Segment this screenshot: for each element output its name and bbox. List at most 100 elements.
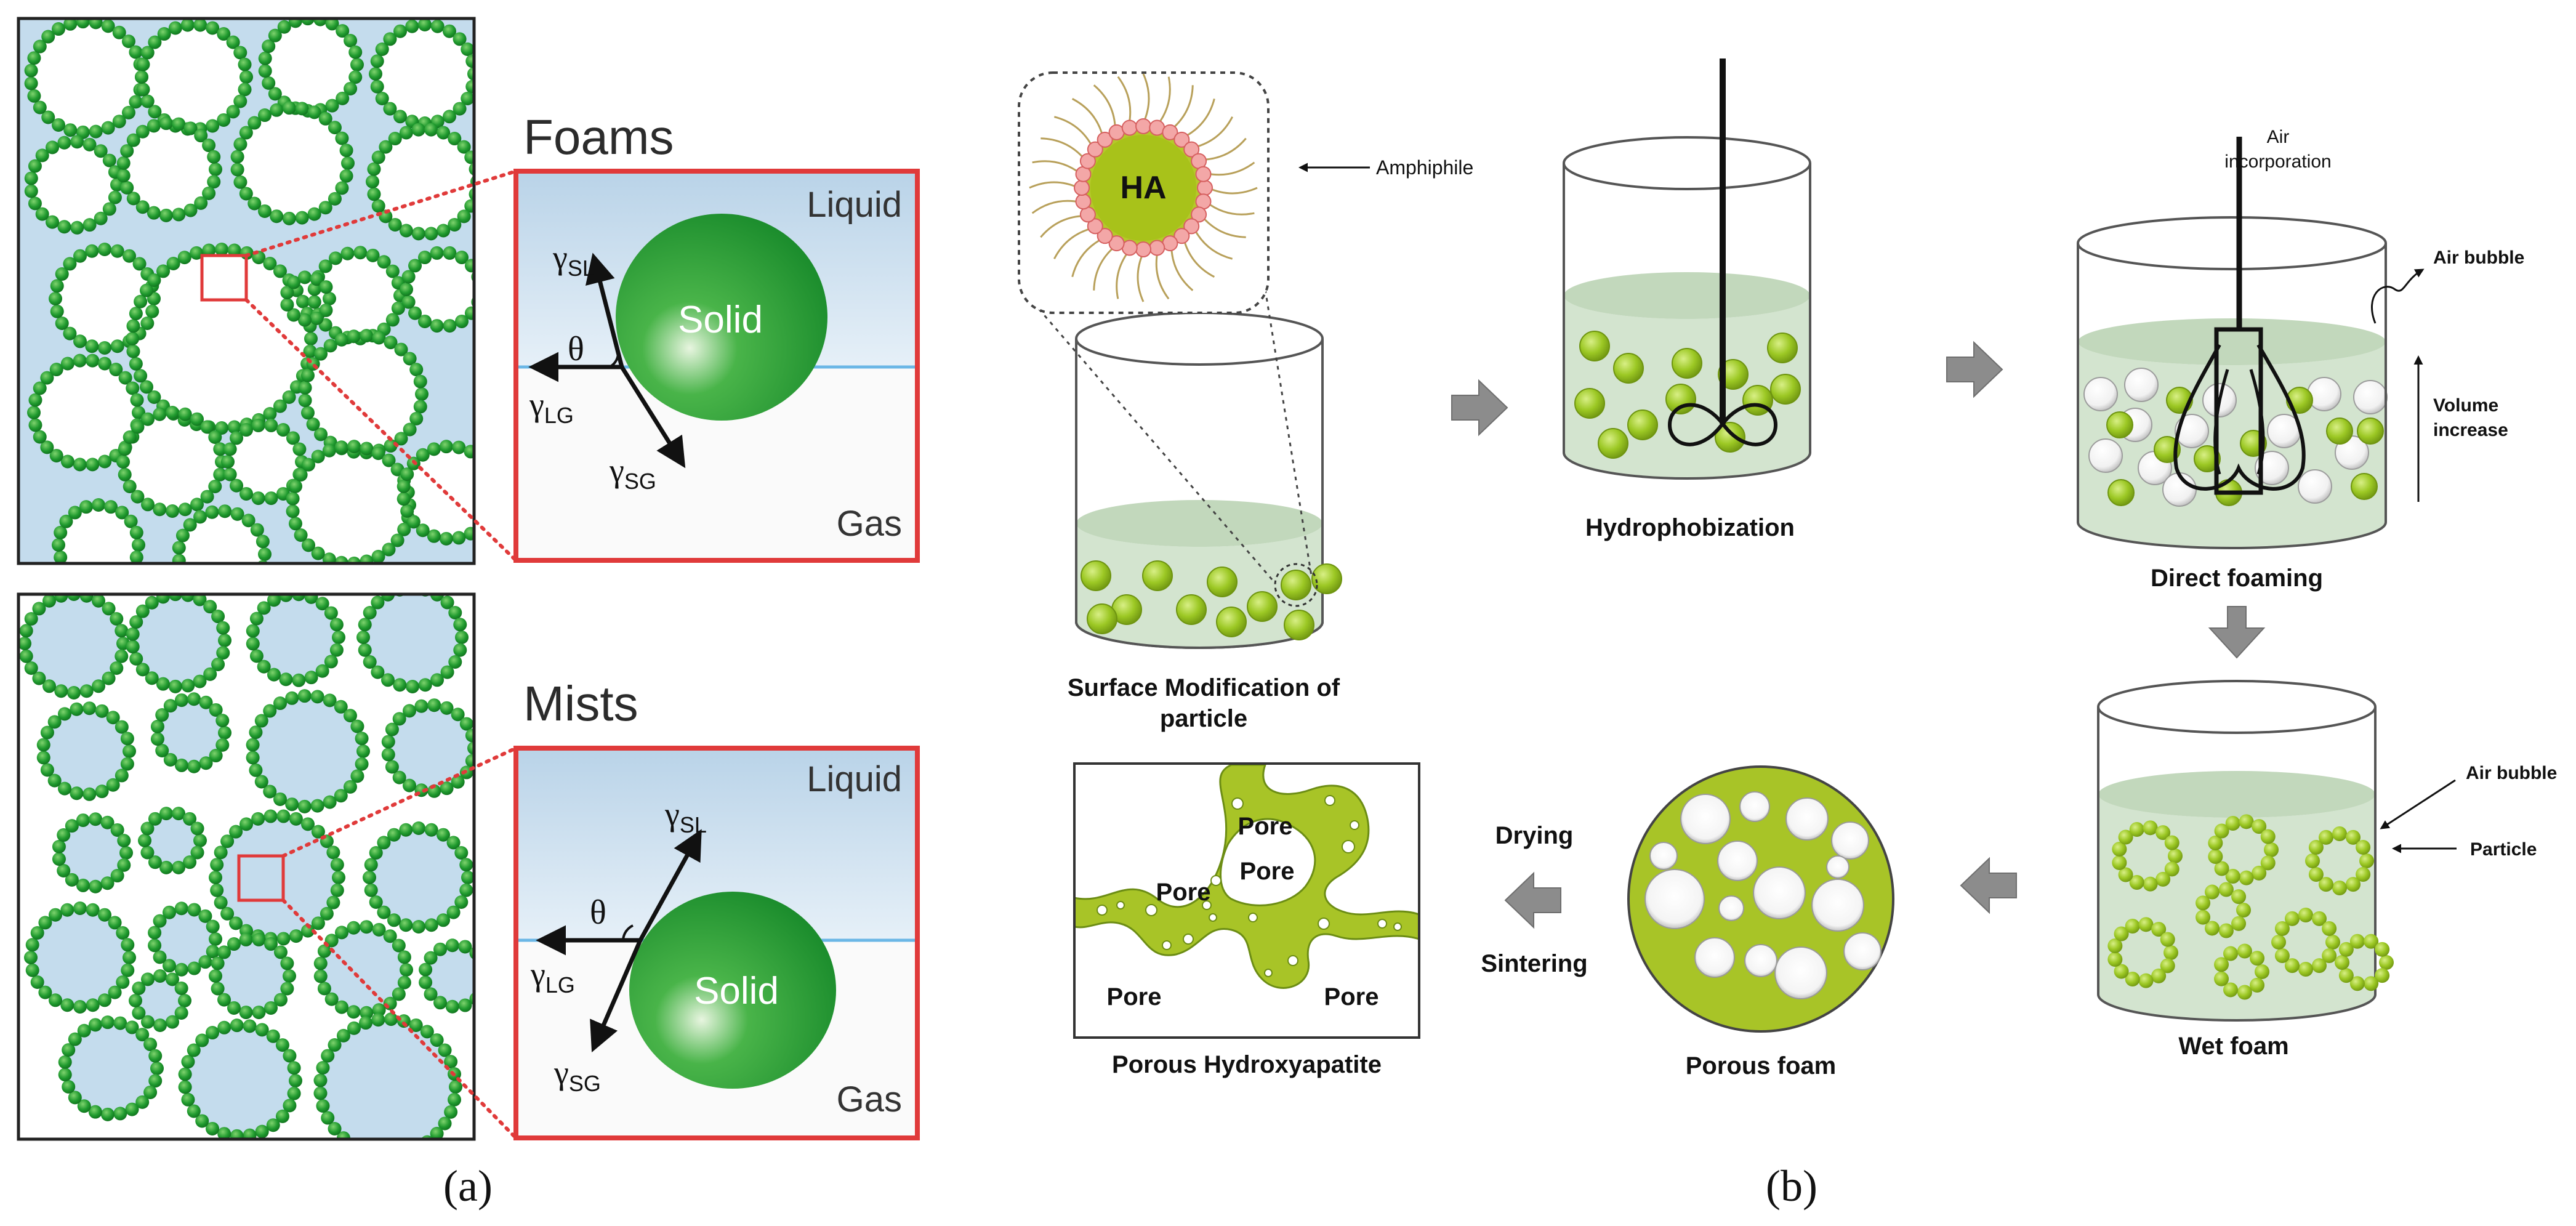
stabilizing-particle: [110, 244, 124, 258]
amphiphile-tail: [1053, 227, 1093, 260]
stabilizing-particle: [116, 455, 130, 469]
amphiphile-head: [1173, 228, 1190, 244]
stabilizing-particle: [135, 1095, 150, 1109]
stabilizing-particle: [2356, 840, 2371, 855]
stabilizing-particle: [264, 418, 278, 432]
stabilizing-particle: [230, 1129, 244, 1139]
stabilizing-particle: [348, 70, 363, 84]
stabilizing-particle: [363, 871, 376, 884]
stabilizing-particle: [46, 215, 59, 229]
step1-label-line1: Surface Modification of: [1068, 674, 1340, 701]
ha-particle: [1281, 570, 1311, 600]
liquid-droplet: [369, 828, 468, 927]
stabilizing-particle: [207, 150, 221, 164]
stabilizing-particle: [112, 25, 126, 39]
stabilizing-particle: [120, 732, 134, 746]
stabilizing-particle: [28, 393, 42, 407]
sintering-label: Sintering: [1481, 950, 1587, 977]
mist-structure-square: [17, 592, 476, 1141]
stabilizing-particle: [163, 905, 176, 919]
stabilizing-particle: [401, 295, 416, 309]
stabilizing-particle: [444, 1055, 458, 1069]
stabilizing-particle: [427, 442, 441, 456]
stabilizing-particle: [52, 22, 65, 36]
stabilizing-particle: [2274, 948, 2290, 963]
stabilizing-particle: [246, 738, 260, 752]
stabilizing-particle: [121, 963, 135, 977]
stabilizing-particle: [2335, 955, 2349, 970]
stabilizing-particle: [2155, 871, 2171, 887]
stabilizing-particle: [230, 1018, 244, 1033]
stabilizing-particle: [27, 406, 41, 419]
stabilizing-particle: [145, 595, 159, 610]
stabilizing-particle: [209, 703, 223, 717]
stabilizing-particle: [453, 102, 467, 116]
stabilizing-particle: [123, 744, 136, 758]
stabilizing-particle: [405, 19, 419, 33]
mists-title: Mists: [523, 676, 638, 731]
stabilizing-particle: [239, 70, 253, 84]
stabilizing-particle: [24, 171, 38, 185]
stabilizing-particle: [148, 926, 162, 940]
stabilizing-particle: [249, 725, 263, 740]
stabilizing-particle: [307, 282, 321, 296]
stabilizing-particle: [193, 674, 207, 688]
beaker-hydrophobization: [1563, 58, 1811, 480]
stabilizing-particle: [2285, 958, 2300, 974]
stabilizing-particle: [123, 249, 136, 263]
stabilizing-particle: [85, 339, 99, 353]
ha-particle: [1207, 567, 1238, 597]
stabilizing-particle: [448, 1092, 462, 1107]
stabilizing-particle: [110, 823, 124, 837]
stabilizing-particle: [19, 649, 33, 663]
amphiphile-tail: [1201, 137, 1247, 161]
stabilizing-particle: [377, 905, 391, 919]
stabilizing-particle: [132, 257, 147, 271]
micropore: [1393, 922, 1402, 931]
stabilizing-particle: [2168, 849, 2183, 863]
stabilizing-particle: [140, 283, 154, 297]
amphiphile-tail: [1205, 201, 1255, 216]
stabilizing-particle: [439, 531, 453, 546]
stabilizing-particle: [2239, 814, 2254, 829]
stabilizing-particle: [400, 963, 413, 977]
stabilizing-particle: [206, 1121, 219, 1135]
stabilizing-particle: [57, 220, 71, 234]
stabilizing-particle: [2271, 935, 2286, 950]
stabilizing-particle: [412, 920, 425, 934]
stabilizing-particle: [2239, 870, 2254, 885]
stabilizing-particle: [68, 1032, 82, 1046]
stabilizing-particle: [328, 121, 342, 135]
stabilizing-particle: [181, 679, 195, 693]
stabilizing-particle: [381, 748, 395, 762]
stabilizing-particle: [295, 211, 309, 225]
stabilizing-particle: [270, 209, 284, 224]
stabilizing-particle: [153, 950, 167, 964]
stabilizing-particle: [98, 908, 111, 922]
stabilizing-particle: [54, 550, 68, 563]
stabilizing-particle: [453, 618, 467, 632]
stabilizing-particle: [418, 251, 432, 265]
stabilizing-particle: [287, 308, 301, 322]
stabilizing-particle: [267, 594, 281, 607]
stabilizing-particle: [453, 643, 467, 657]
stabilizing-particle: [288, 517, 302, 531]
amphiphile-head: [1183, 218, 1200, 235]
ha-particle: [1081, 560, 1111, 591]
stabilizing-particle: [2250, 977, 2265, 993]
stabilizing-particle: [68, 571, 82, 584]
stabilizing-particle: [132, 538, 145, 552]
stabilizing-particle: [289, 812, 303, 826]
stabilizing-particle: [465, 728, 474, 743]
stabilizing-particle: [437, 224, 451, 238]
stabilizing-particle: [267, 667, 281, 682]
stabilizing-particle: [70, 786, 84, 801]
stabilizing-particle: [323, 292, 336, 305]
stabilizing-particle: [60, 357, 74, 371]
stabilizing-particle: [215, 714, 230, 728]
stabilizing-particle: [385, 264, 400, 278]
stabilizing-particle: [2346, 829, 2361, 845]
stabilizing-particle: [208, 430, 222, 444]
amphiphile-tail: [1155, 251, 1170, 300]
pore: [1649, 842, 1678, 870]
